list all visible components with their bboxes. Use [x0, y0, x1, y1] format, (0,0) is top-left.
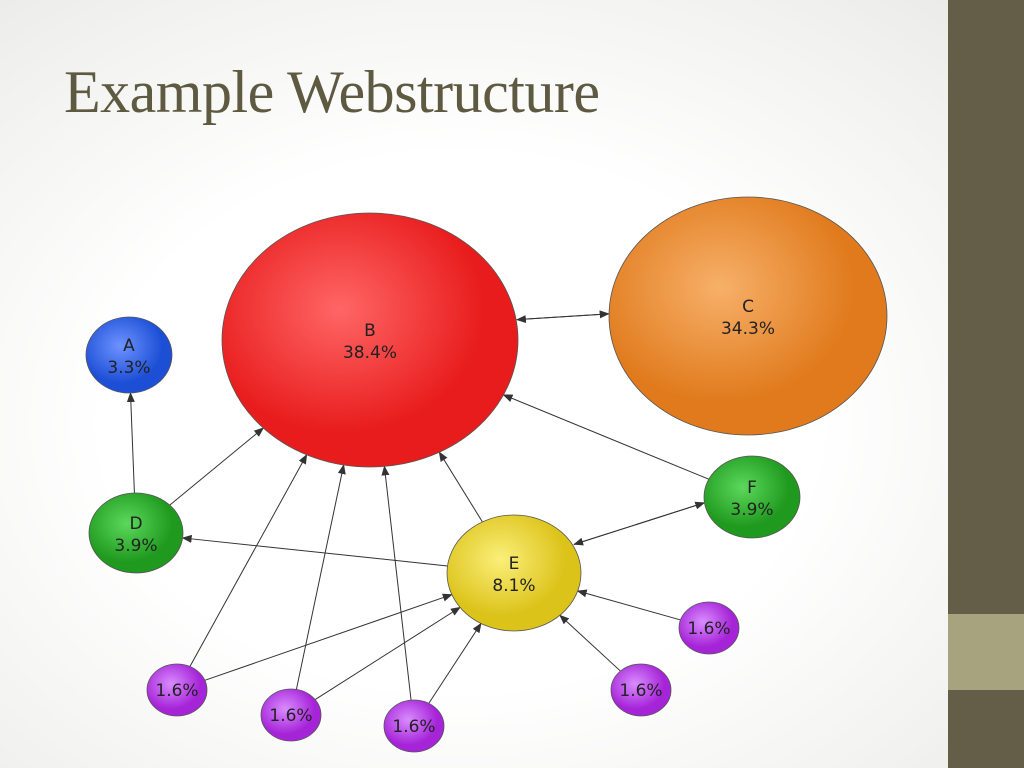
- node-value-label: 34.3%: [721, 319, 775, 339]
- sidebar-accent-block: [948, 614, 1024, 690]
- node-p4: 1.6%: [610, 663, 672, 717]
- node-name-label: B: [364, 321, 376, 341]
- edge-p3-to-e: [428, 622, 482, 704]
- page-title: Example Webstructure: [64, 59, 600, 125]
- edge-c-to-b: [515, 313, 609, 324]
- node-p2: 1.6%: [260, 688, 322, 742]
- node-circle: [383, 699, 445, 753]
- edge-p3-to-b: [381, 465, 412, 701]
- edge-p5-to-e: [576, 589, 681, 621]
- node-f: F3.9%: [703, 455, 801, 539]
- edge-p1-to-b: [189, 453, 308, 667]
- node-name-label: C: [742, 297, 754, 317]
- node-p5: 1.6%: [678, 601, 740, 655]
- node-value-label: 1.6%: [269, 706, 312, 726]
- node-d: D3.9%: [88, 492, 184, 574]
- node-circle: [678, 601, 740, 655]
- node-value-label: 1.6%: [687, 619, 730, 639]
- edge-f-to-b: [502, 394, 709, 480]
- node-circle: [703, 455, 801, 539]
- node-value-label: 3.9%: [730, 500, 773, 520]
- edge-f-to-e: [573, 502, 705, 546]
- edge-d-to-a: [126, 391, 135, 494]
- node-value-label: 3.3%: [107, 358, 150, 378]
- node-circle: [260, 688, 322, 742]
- node-circle: [85, 316, 173, 394]
- node-c: C34.3%: [608, 196, 888, 436]
- node-circle: [608, 196, 888, 436]
- node-value-label: 38.4%: [343, 343, 397, 363]
- nodes-layer: B38.4%C34.3%A3.3%D3.9%E8.1%F3.9%1.6%1.6%…: [85, 196, 888, 753]
- edge-d-to-b: [169, 427, 265, 506]
- node-circle: [446, 514, 582, 632]
- node-circle: [146, 663, 208, 717]
- edge-p1-to-e: [204, 593, 453, 681]
- node-e: E8.1%: [446, 514, 582, 632]
- node-name-label: E: [509, 554, 520, 574]
- node-value-label: 8.1%: [492, 576, 535, 596]
- edge-e-to-d: [181, 534, 448, 567]
- node-circle: [221, 212, 519, 468]
- web-structure-diagram: B38.4%C34.3%A3.3%D3.9%E8.1%F3.9%1.6%1.6%…: [85, 196, 888, 753]
- edge-p4-to-e: [559, 614, 621, 672]
- node-value-label: 1.6%: [155, 681, 198, 701]
- edge-e-to-b: [438, 451, 483, 523]
- node-value-label: 1.6%: [392, 717, 435, 737]
- node-circle: [610, 663, 672, 717]
- node-value-label: 1.6%: [619, 681, 662, 701]
- node-b: B38.4%: [221, 212, 519, 468]
- node-p3: 1.6%: [383, 699, 445, 753]
- node-name-label: F: [747, 478, 757, 498]
- node-value-label: 3.9%: [114, 536, 157, 556]
- node-a: A3.3%: [85, 316, 173, 394]
- edge-p2-to-e: [314, 606, 461, 701]
- node-p1: 1.6%: [146, 663, 208, 717]
- node-name-label: A: [123, 336, 135, 356]
- edge-p2-to-b: [295, 463, 346, 690]
- node-circle: [88, 492, 184, 574]
- node-name-label: D: [129, 514, 142, 534]
- edges-layer: [126, 310, 709, 704]
